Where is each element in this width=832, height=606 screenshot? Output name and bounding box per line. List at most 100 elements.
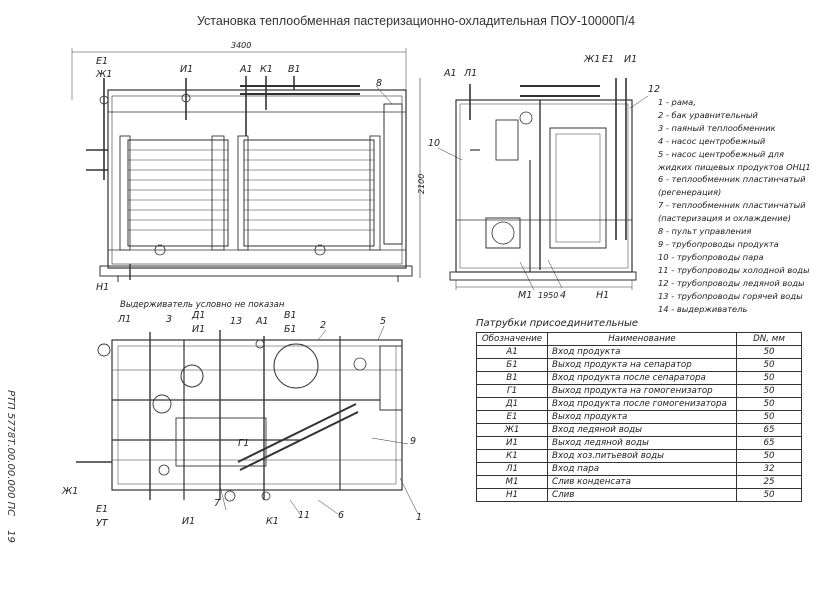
stamp-page: 19 [5,530,16,543]
cell-dn: 50 [736,384,802,398]
cell-dn: 50 [736,397,802,411]
plan-label-v1: В1 [284,310,297,321]
front-label-v1: В1 [288,64,301,75]
cell-name: Слив [547,488,737,502]
legend-item: (пастеризация и охлаждение) [658,213,791,224]
plan-label-ut: УТ [96,518,109,529]
cell-name: Слив конденсата [547,475,737,489]
plan-view [76,325,419,515]
cell-code: Е1 [476,410,548,424]
cell-dn: 65 [736,436,802,450]
side-label-zh1: Ж1 [583,54,600,65]
front-label-k1: К1 [260,64,273,75]
drawing-title: Установка теплообменная пастеризационно-… [196,14,636,28]
plan-label-d1: Д1 [191,310,205,321]
cell-code: Ж1 [476,423,548,437]
plan-label-9: 9 [410,436,416,447]
plan-label-11: 11 [298,510,310,521]
cell-dn: 50 [736,358,802,372]
legend-item: 1 - рама, [658,97,696,107]
cell-code: М1 [476,475,548,489]
cell-code: Н1 [476,488,548,502]
legend-item: 13 - трубопроводы горячей воды [658,290,803,301]
side-label-n1: Н1 [596,290,609,301]
document-stamp: РТП 5778Т.00.00.000 ПС 19 [0,390,16,543]
header-designation: Обозначение [476,332,548,346]
plan-label-6: 6 [338,510,344,521]
plan-label-5: 5 [380,316,386,327]
legend-item: 14 - выдерживатель [658,303,748,314]
side-label-m1: М1 [518,290,532,301]
parts-legend: 1 - рама, 2 - бак уравнительный 3 - паян… [658,96,828,315]
legend-item: 7 - теплообменник пластинчатый [658,200,806,211]
plan-label-3: 3 [166,314,172,325]
legend-item: жидких пищевых продуктов ОНЦ1 [658,161,811,172]
plan-label-a1: А1 [255,316,269,327]
cell-name: Выход продукта на сепаратор [547,358,737,372]
cell-name: Вход продукта после гомогенизатора [547,397,737,411]
plan-label-13: 13 [230,316,242,327]
plan-label-b1: Б1 [284,324,297,335]
cell-dn: 50 [736,410,802,424]
dim-width-side: 1950 [538,291,558,300]
legend-item: 10 - трубопроводы пара [658,251,764,262]
cell-name: Вход хоз.питьевой воды [547,449,737,463]
side-label-4: 4 [560,290,566,301]
cell-name: Вход продукта после сепаратора [547,371,737,385]
front-label-8: 8 [376,78,382,89]
cell-name: Выход продукта на гомогенизатор [547,384,737,398]
cell-code: К1 [476,449,548,463]
side-view [437,78,649,291]
cell-dn: 65 [736,423,802,437]
front-label-e1: Е1 [96,56,108,67]
plan-label-i1-top: И1 [192,324,205,335]
cell-code: Д1 [476,397,548,411]
legend-item: 4 - насос центробежный [658,135,766,146]
side-label-10: 10 [428,138,440,149]
legend-item: 6 - теплообменник пластинчатый [658,174,806,185]
legend-item: (регенерация) [658,187,722,198]
plan-label-g1: Г1 [238,438,249,449]
plan-label-i1-bottom: И1 [182,516,195,527]
legend-item: 9 - трубопроводы продукта [658,238,779,249]
legend-item: 5 - насос центробежный для [658,148,784,159]
legend-item: 3 - паяный теплообменник [658,122,776,133]
cell-dn: 25 [736,475,802,489]
front-label-a1: А1 [239,64,253,75]
plan-label-k1: К1 [266,516,279,527]
front-label-n1: Н1 [96,282,109,293]
cell-name: Выход ледяной воды [547,436,737,450]
cell-dn: 50 [736,488,802,502]
front-label-i1: И1 [180,64,193,75]
cell-name: Вход ледяной воды [547,423,737,437]
stamp-code: РТП 5778Т.00.00.000 ПС [5,390,16,517]
cell-dn: 50 [736,371,802,385]
side-label-i1: И1 [624,54,637,65]
side-label-12: 12 [648,84,660,95]
legend-item: 11 - трубопроводы холодной воды [658,264,810,275]
table-header-row: Обозначение Наименование DN, мм [476,332,802,346]
connections-caption: Патрубки присоединительные [476,318,639,329]
legend-item: 2 - бак уравнительный [658,109,758,120]
plan-label-l1: Л1 [117,314,131,325]
cell-code: И1 [476,436,548,450]
cell-code: А1 [476,345,548,359]
cell-code: Б1 [476,358,548,372]
dim-height-front: 2100 [417,174,426,194]
dim-width-front: 3400 [231,41,251,50]
plan-label-e1: Е1 [96,504,108,515]
legend-item: 8 - пульт управления [658,226,752,237]
plan-view-note: Выдерживатель условно не показан [120,300,285,310]
